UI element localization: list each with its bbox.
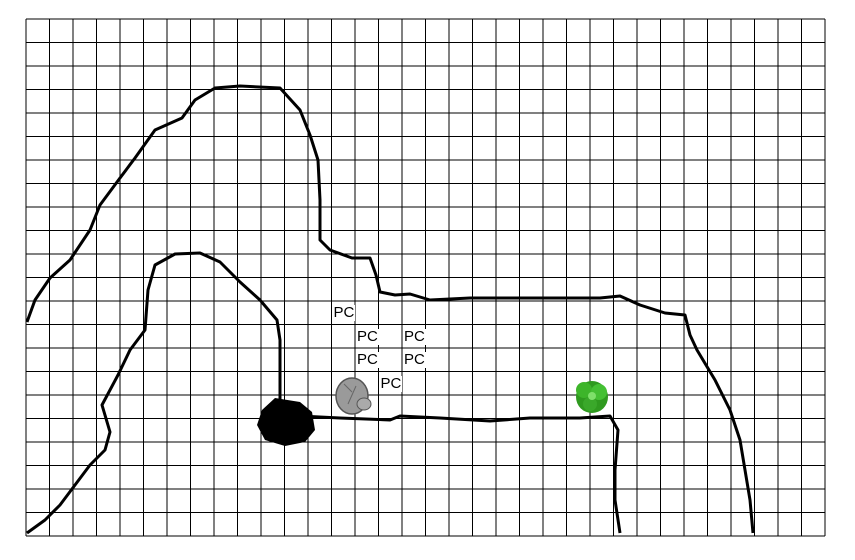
- ledge-wall: [299, 414, 622, 534]
- pit: [257, 398, 315, 446]
- pc-token[interactable]: PC: [356, 351, 379, 368]
- outer-wall: [25, 84, 755, 534]
- inner-wall: [26, 251, 282, 535]
- pc-token[interactable]: PC: [356, 327, 379, 345]
- cave-walls: [25, 84, 755, 535]
- pc-token[interactable]: PC: [332, 304, 356, 321]
- pc-token[interactable]: PC: [403, 351, 426, 368]
- map-grid: [25, 18, 826, 537]
- pc-token[interactable]: PC: [403, 327, 426, 345]
- pc-token[interactable]: PC: [379, 374, 403, 392]
- bush-icon[interactable]: [576, 381, 608, 413]
- boulder-icon[interactable]: [335, 377, 372, 415]
